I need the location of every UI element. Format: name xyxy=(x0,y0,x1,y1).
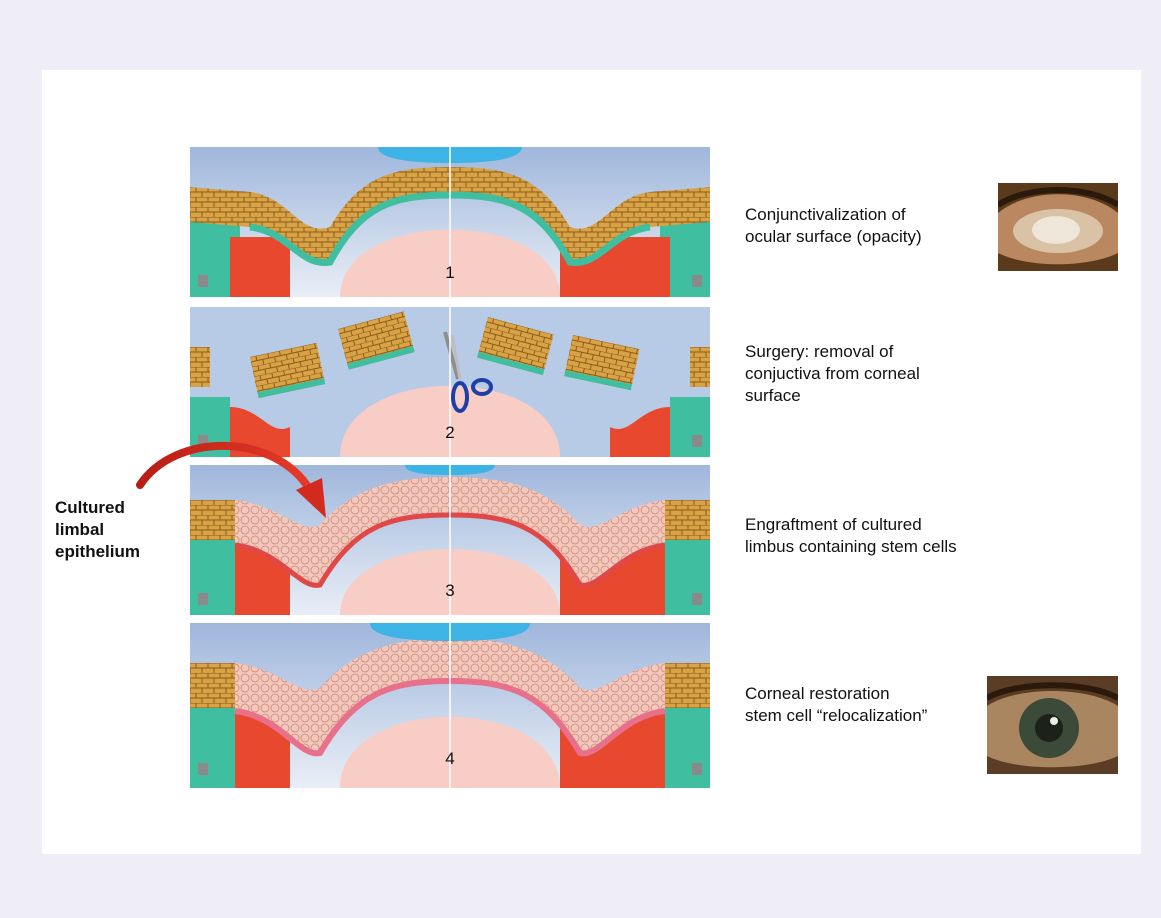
opaque-cornea-photo xyxy=(998,183,1118,271)
panel-4-restoration: 4 xyxy=(190,623,710,788)
panel-number: 2 xyxy=(190,423,710,443)
panel-number: 4 xyxy=(190,749,710,769)
panel-1-conjunctivalization: 1 xyxy=(190,147,710,297)
panel-4-description: Corneal restoration stem cell “relocaliz… xyxy=(745,683,927,727)
panel-number: 1 xyxy=(190,263,710,283)
panel-1-description: Conjunctivalization of ocular surface (o… xyxy=(745,204,922,248)
panel-3-description: Engraftment of cultured limbus containin… xyxy=(745,514,957,558)
cultured-limbal-epithelium-label: Cultured limbal epithelium xyxy=(55,497,140,563)
panel-3-engraftment: 3 xyxy=(190,465,710,615)
panel-number: 3 xyxy=(190,581,710,601)
panel-2-surgery: 2 xyxy=(190,307,710,457)
restored-cornea-photo xyxy=(987,676,1118,774)
panel-2-description: Surgery: removal of conjuctiva from corn… xyxy=(745,341,920,407)
